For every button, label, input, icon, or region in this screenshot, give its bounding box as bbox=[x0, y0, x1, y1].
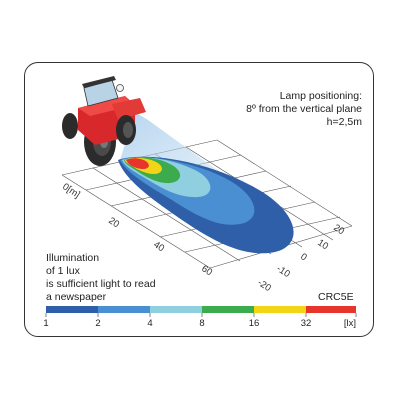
width-tick-label: 10 bbox=[315, 237, 330, 252]
illumination-caption: Illumination of 1 lux is sufficient ligh… bbox=[46, 252, 156, 304]
legend-unit-label: [lx] bbox=[344, 318, 356, 329]
isolux-zones bbox=[118, 156, 294, 254]
legend-swatch-2 bbox=[98, 306, 150, 313]
caption-line: a newspaper bbox=[46, 291, 107, 303]
note-line: 8º from the vertical plane bbox=[246, 103, 362, 115]
length-tick-label: 40 bbox=[151, 239, 166, 254]
legend-tick-label: 32 bbox=[301, 318, 312, 329]
legend-swatch-1 bbox=[46, 306, 98, 313]
lux-legend: 1 2 4 8 16 32 [lx] bbox=[43, 306, 357, 329]
legend-tick-label: 2 bbox=[95, 318, 100, 329]
width-tick-label: 0 bbox=[298, 251, 308, 263]
note-line: h=2,5m bbox=[326, 116, 362, 128]
width-tick-label: -10 bbox=[274, 263, 292, 280]
width-tick-label: 20 bbox=[331, 222, 346, 237]
model-label: CRC5E bbox=[318, 291, 354, 303]
tractor-illustration bbox=[62, 76, 146, 166]
note-line: Lamp positioning: bbox=[279, 90, 362, 102]
zone-32lx bbox=[126, 158, 149, 169]
work-lamp bbox=[116, 84, 124, 92]
length-tick-label: 20 bbox=[106, 215, 121, 230]
caption-line: Illumination bbox=[46, 252, 100, 264]
legend-tick-label: 1 bbox=[43, 318, 48, 329]
caption-line: of 1 lux bbox=[46, 265, 80, 277]
legend-tick-label: 4 bbox=[147, 318, 152, 329]
width-tick-label: -20 bbox=[255, 277, 273, 294]
legend-tick-label: 16 bbox=[249, 318, 260, 329]
legend-swatch-4 bbox=[150, 306, 202, 313]
legend-swatch-8 bbox=[202, 306, 254, 313]
legend-tick-label: 8 bbox=[199, 318, 204, 329]
caption-line: is sufficient light to read bbox=[46, 278, 156, 290]
length-axis-zero-label: 0[m] bbox=[60, 181, 81, 200]
length-tick-label: 60 bbox=[199, 263, 214, 278]
lamp-positioning-note: Lamp positioning: 8º from the vertical p… bbox=[246, 90, 362, 129]
legend-swatch-32 bbox=[306, 306, 356, 313]
legend-swatch-16 bbox=[254, 306, 306, 313]
